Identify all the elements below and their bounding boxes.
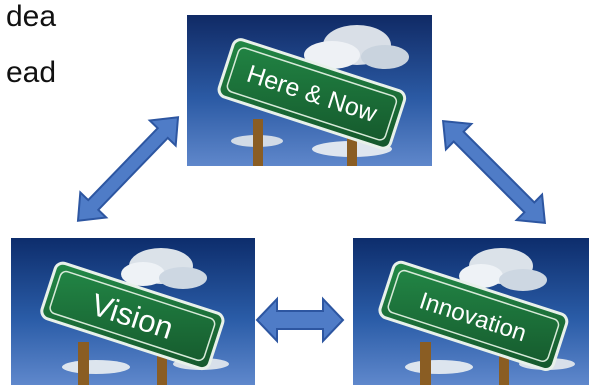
here-and-now-image: Here & Now [187, 15, 432, 166]
side-text-line-2: ead [6, 56, 57, 89]
arrow-here-now-innovation [441, 119, 547, 225]
card-innovation: Innovation [353, 238, 589, 385]
vision-image: Vision [11, 238, 255, 385]
innovation-image: Innovation [353, 238, 589, 385]
arrow-vision-innovation [255, 296, 345, 344]
card-here-and-now: Here & Now [187, 15, 432, 166]
arrow-here-now-vision [76, 116, 180, 222]
side-text-line-1: dea [6, 0, 57, 33]
card-vision: Vision [11, 238, 255, 385]
